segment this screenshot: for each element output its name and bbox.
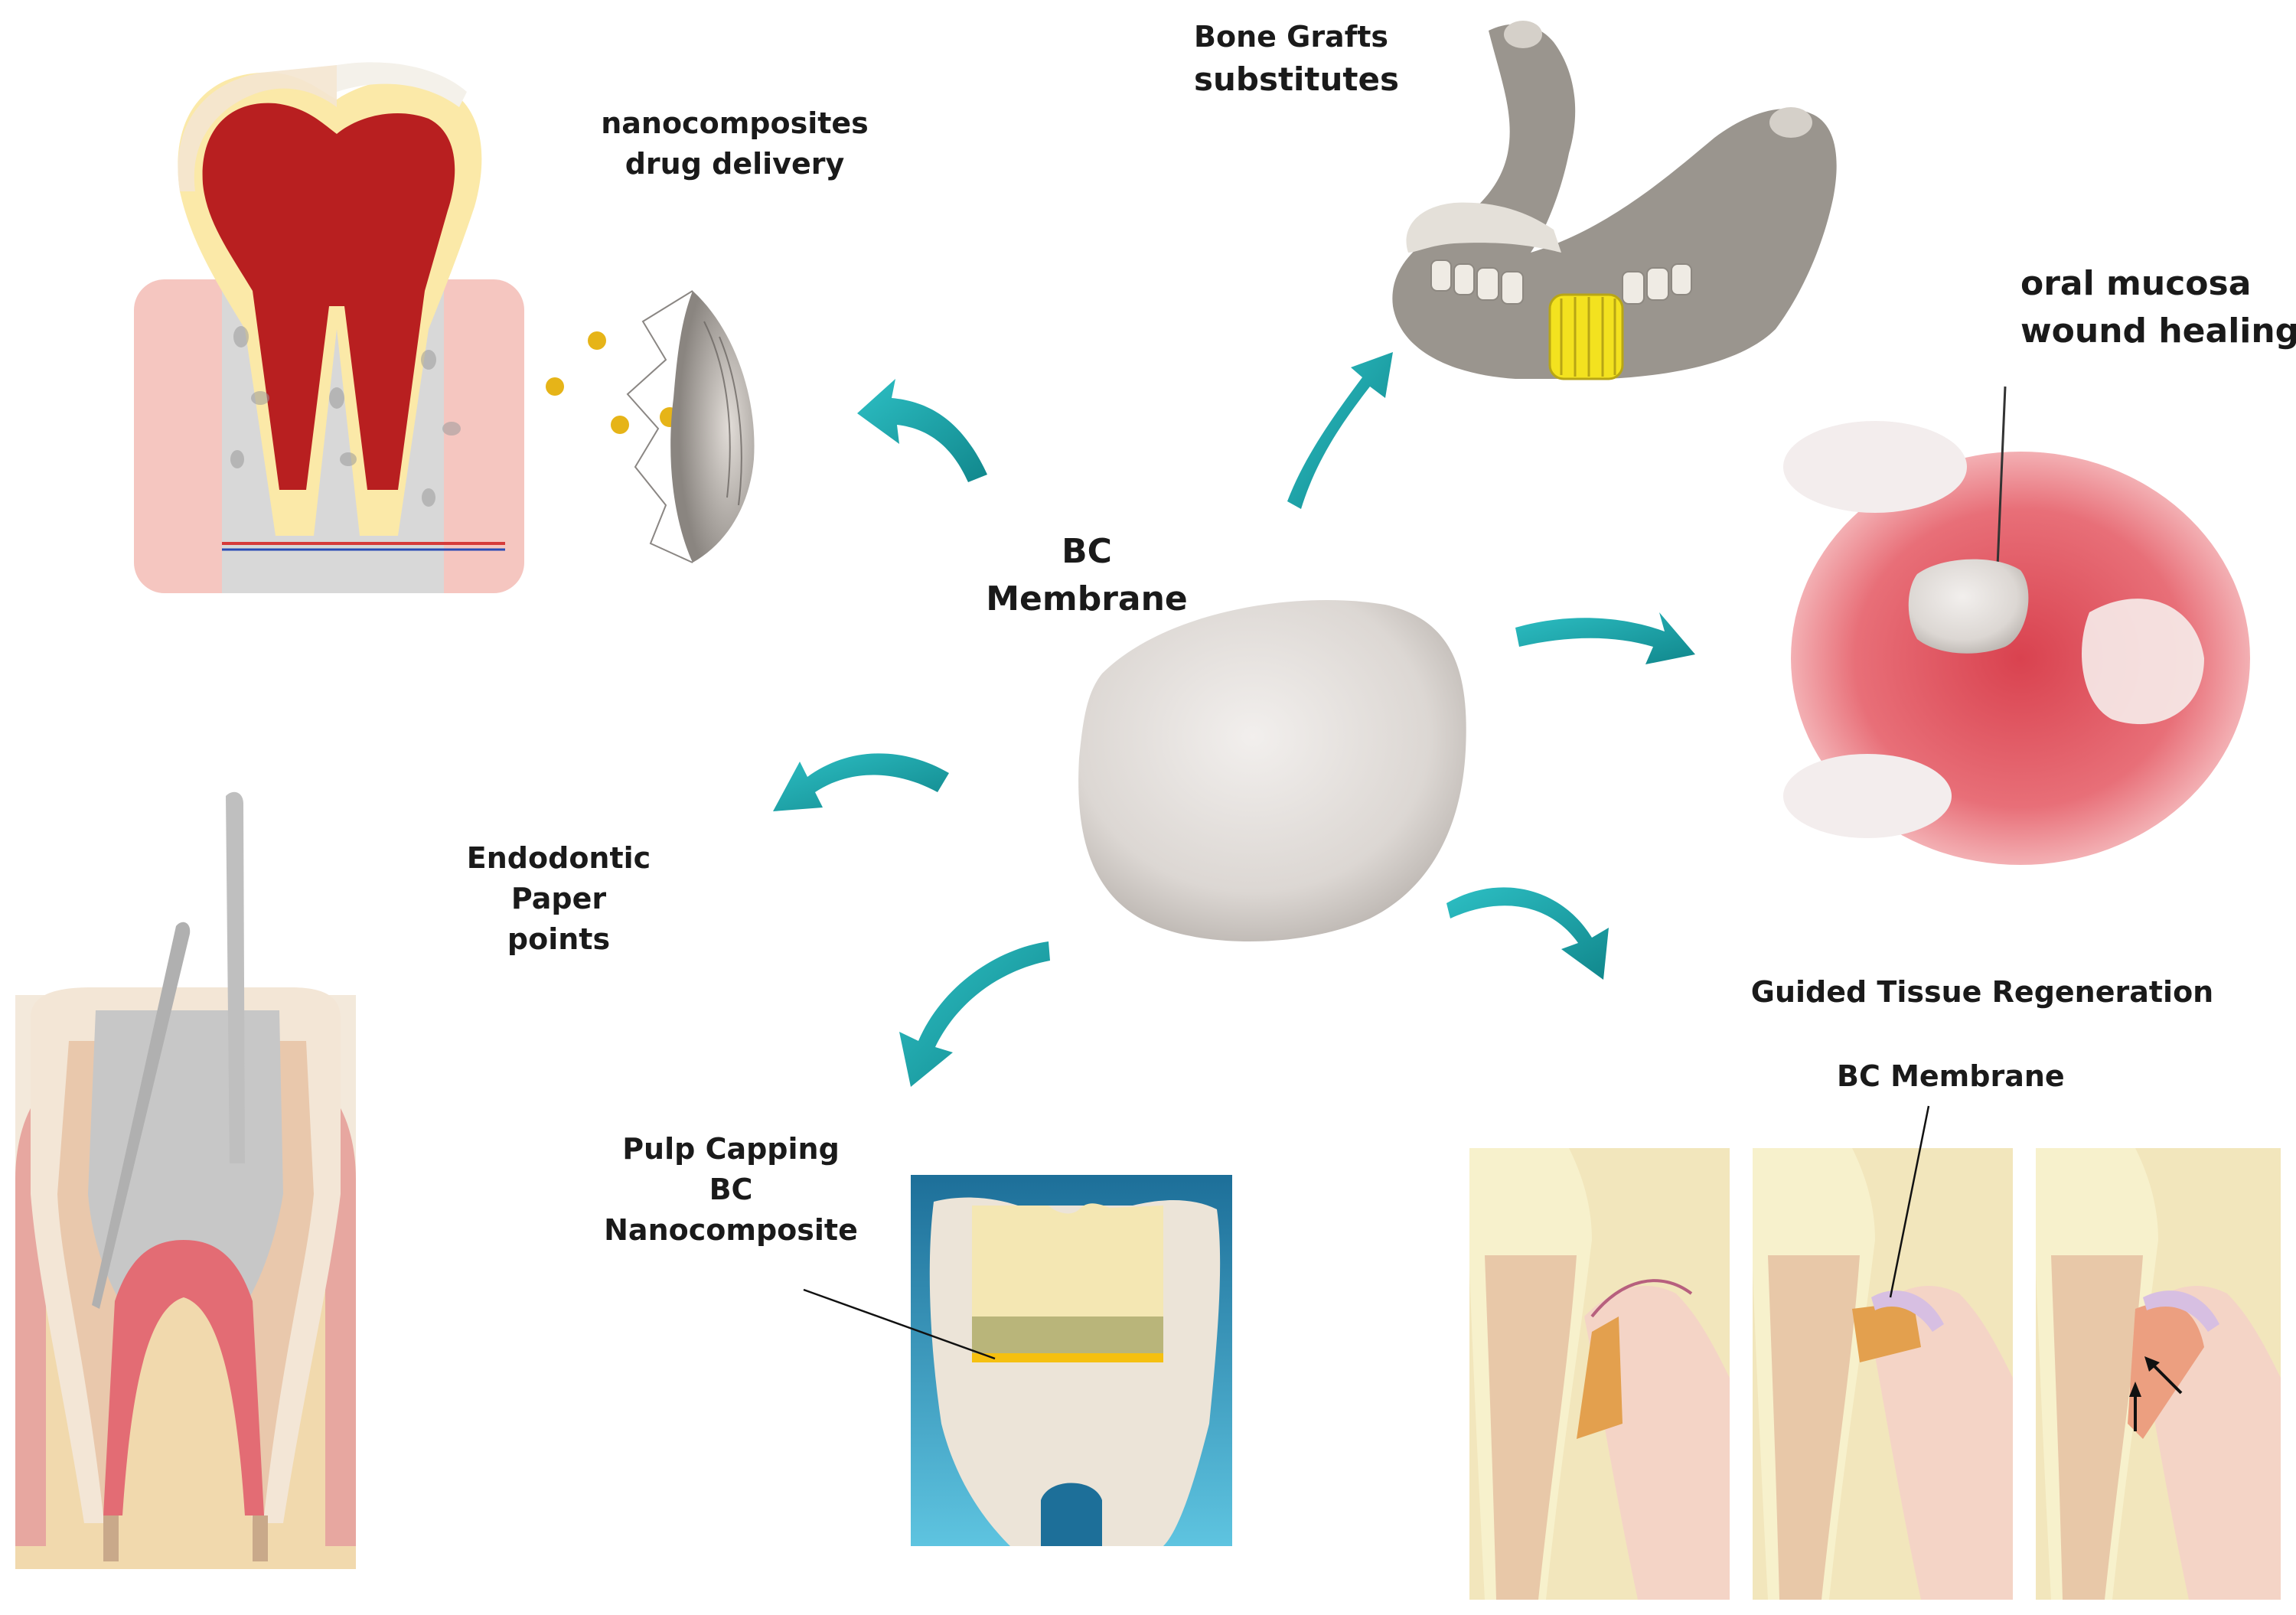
oral-mucosa-illustration bbox=[1783, 386, 2250, 865]
nanocomposites-line1: nanocomposites bbox=[601, 106, 869, 140]
endodontic-line3: points bbox=[507, 922, 611, 957]
center-label-line1: BC bbox=[1062, 532, 1112, 571]
gtr-membrane-label: BC Membrane bbox=[1837, 1059, 2065, 1093]
gtr-panel-3 bbox=[2036, 1148, 2281, 1600]
oral-mucosa-label: oral mucosa wound healing bbox=[2020, 260, 2296, 354]
nanocomposites-label: nanocomposites drug delivery bbox=[582, 103, 888, 184]
nanocomposites-line2: drug delivery bbox=[625, 147, 845, 181]
pulp-capping-line3: Nanocomposite bbox=[604, 1213, 858, 1248]
nanoparticles-mesh-illustration bbox=[546, 290, 755, 563]
endodontic-tooth-illustration bbox=[15, 791, 356, 1569]
gtr-title-label: Guided Tissue Regeneration bbox=[1750, 975, 2214, 1009]
oral-mucosa-line2: wound healing bbox=[2020, 311, 2296, 351]
oral-mucosa-line1: oral mucosa bbox=[2020, 264, 2252, 303]
endodontic-line2: Paper bbox=[510, 882, 607, 916]
arrow-to-oral-mucosa bbox=[1515, 612, 1695, 664]
bone-grafts-line2: substitutes bbox=[1194, 60, 1399, 99]
gtr-panel-2 bbox=[1753, 1105, 2013, 1600]
arrow-to-bone-grafts bbox=[1287, 352, 1393, 509]
center-label-line2: Membrane bbox=[986, 579, 1188, 618]
pulp-capping-label: Pulp Capping BC Nanocomposite bbox=[597, 1129, 865, 1251]
gtr-panel-1 bbox=[1469, 1148, 1730, 1600]
pulp-capping-illustration bbox=[803, 1175, 1232, 1546]
pulp-capping-line2: BC bbox=[709, 1173, 753, 1207]
arrow-to-gtr bbox=[1446, 887, 1609, 980]
arrow-to-nanocomposites bbox=[857, 379, 987, 482]
arrow-to-endodontic bbox=[773, 753, 949, 811]
mandible-illustration bbox=[1392, 21, 1837, 380]
bone-grafts-line1: Bone Grafts bbox=[1194, 20, 1389, 54]
endodontic-label: Endodontic Paper points bbox=[444, 838, 673, 961]
bc-membrane-blob bbox=[1078, 600, 1466, 941]
pulp-capping-line1: Pulp Capping bbox=[622, 1132, 840, 1166]
tooth-cross-section-illustration bbox=[134, 62, 524, 593]
center-label: BC Membrane bbox=[972, 528, 1202, 622]
arrow-to-pulp-capping bbox=[899, 941, 1050, 1087]
bone-grafts-label: Bone Grafts substitutes bbox=[1194, 17, 1446, 103]
endodontic-line1: Endodontic bbox=[466, 841, 651, 875]
